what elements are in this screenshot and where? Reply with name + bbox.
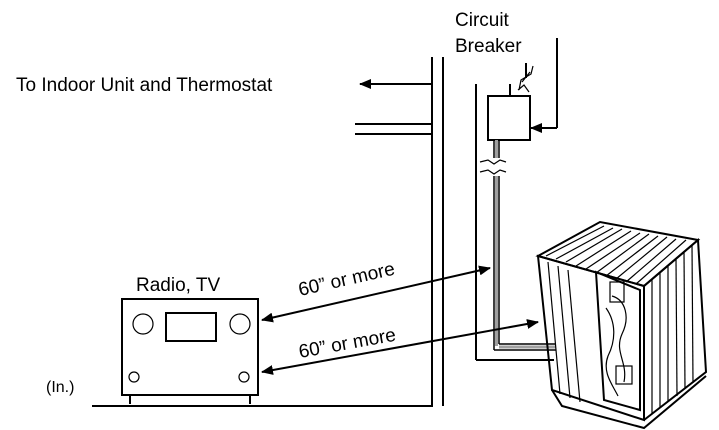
inch-marker-label: (In.)	[46, 379, 74, 396]
clearance-arrow-upper	[261, 265, 491, 323]
breaker-switch-icon	[517, 65, 534, 93]
receiver-icon	[121, 298, 259, 404]
circuit-breaker-label-line1: Circuit	[455, 10, 510, 31]
building-wall	[431, 57, 444, 406]
distance-label-upper: 60” or more	[296, 259, 396, 301]
indoor-unit-label: To Indoor Unit and Thermostat	[16, 75, 273, 96]
breaker-wiring	[509, 38, 558, 133]
air-conditioner-condenser-icon	[535, 220, 708, 430]
indoor-wiring-pipe	[355, 123, 432, 135]
circuit-breaker-label-line2: Breaker	[455, 36, 522, 57]
radio-tv-label: Radio, TV	[136, 275, 220, 296]
breaker-box-icon	[487, 95, 531, 141]
clearance-arrow-lower	[261, 319, 539, 375]
